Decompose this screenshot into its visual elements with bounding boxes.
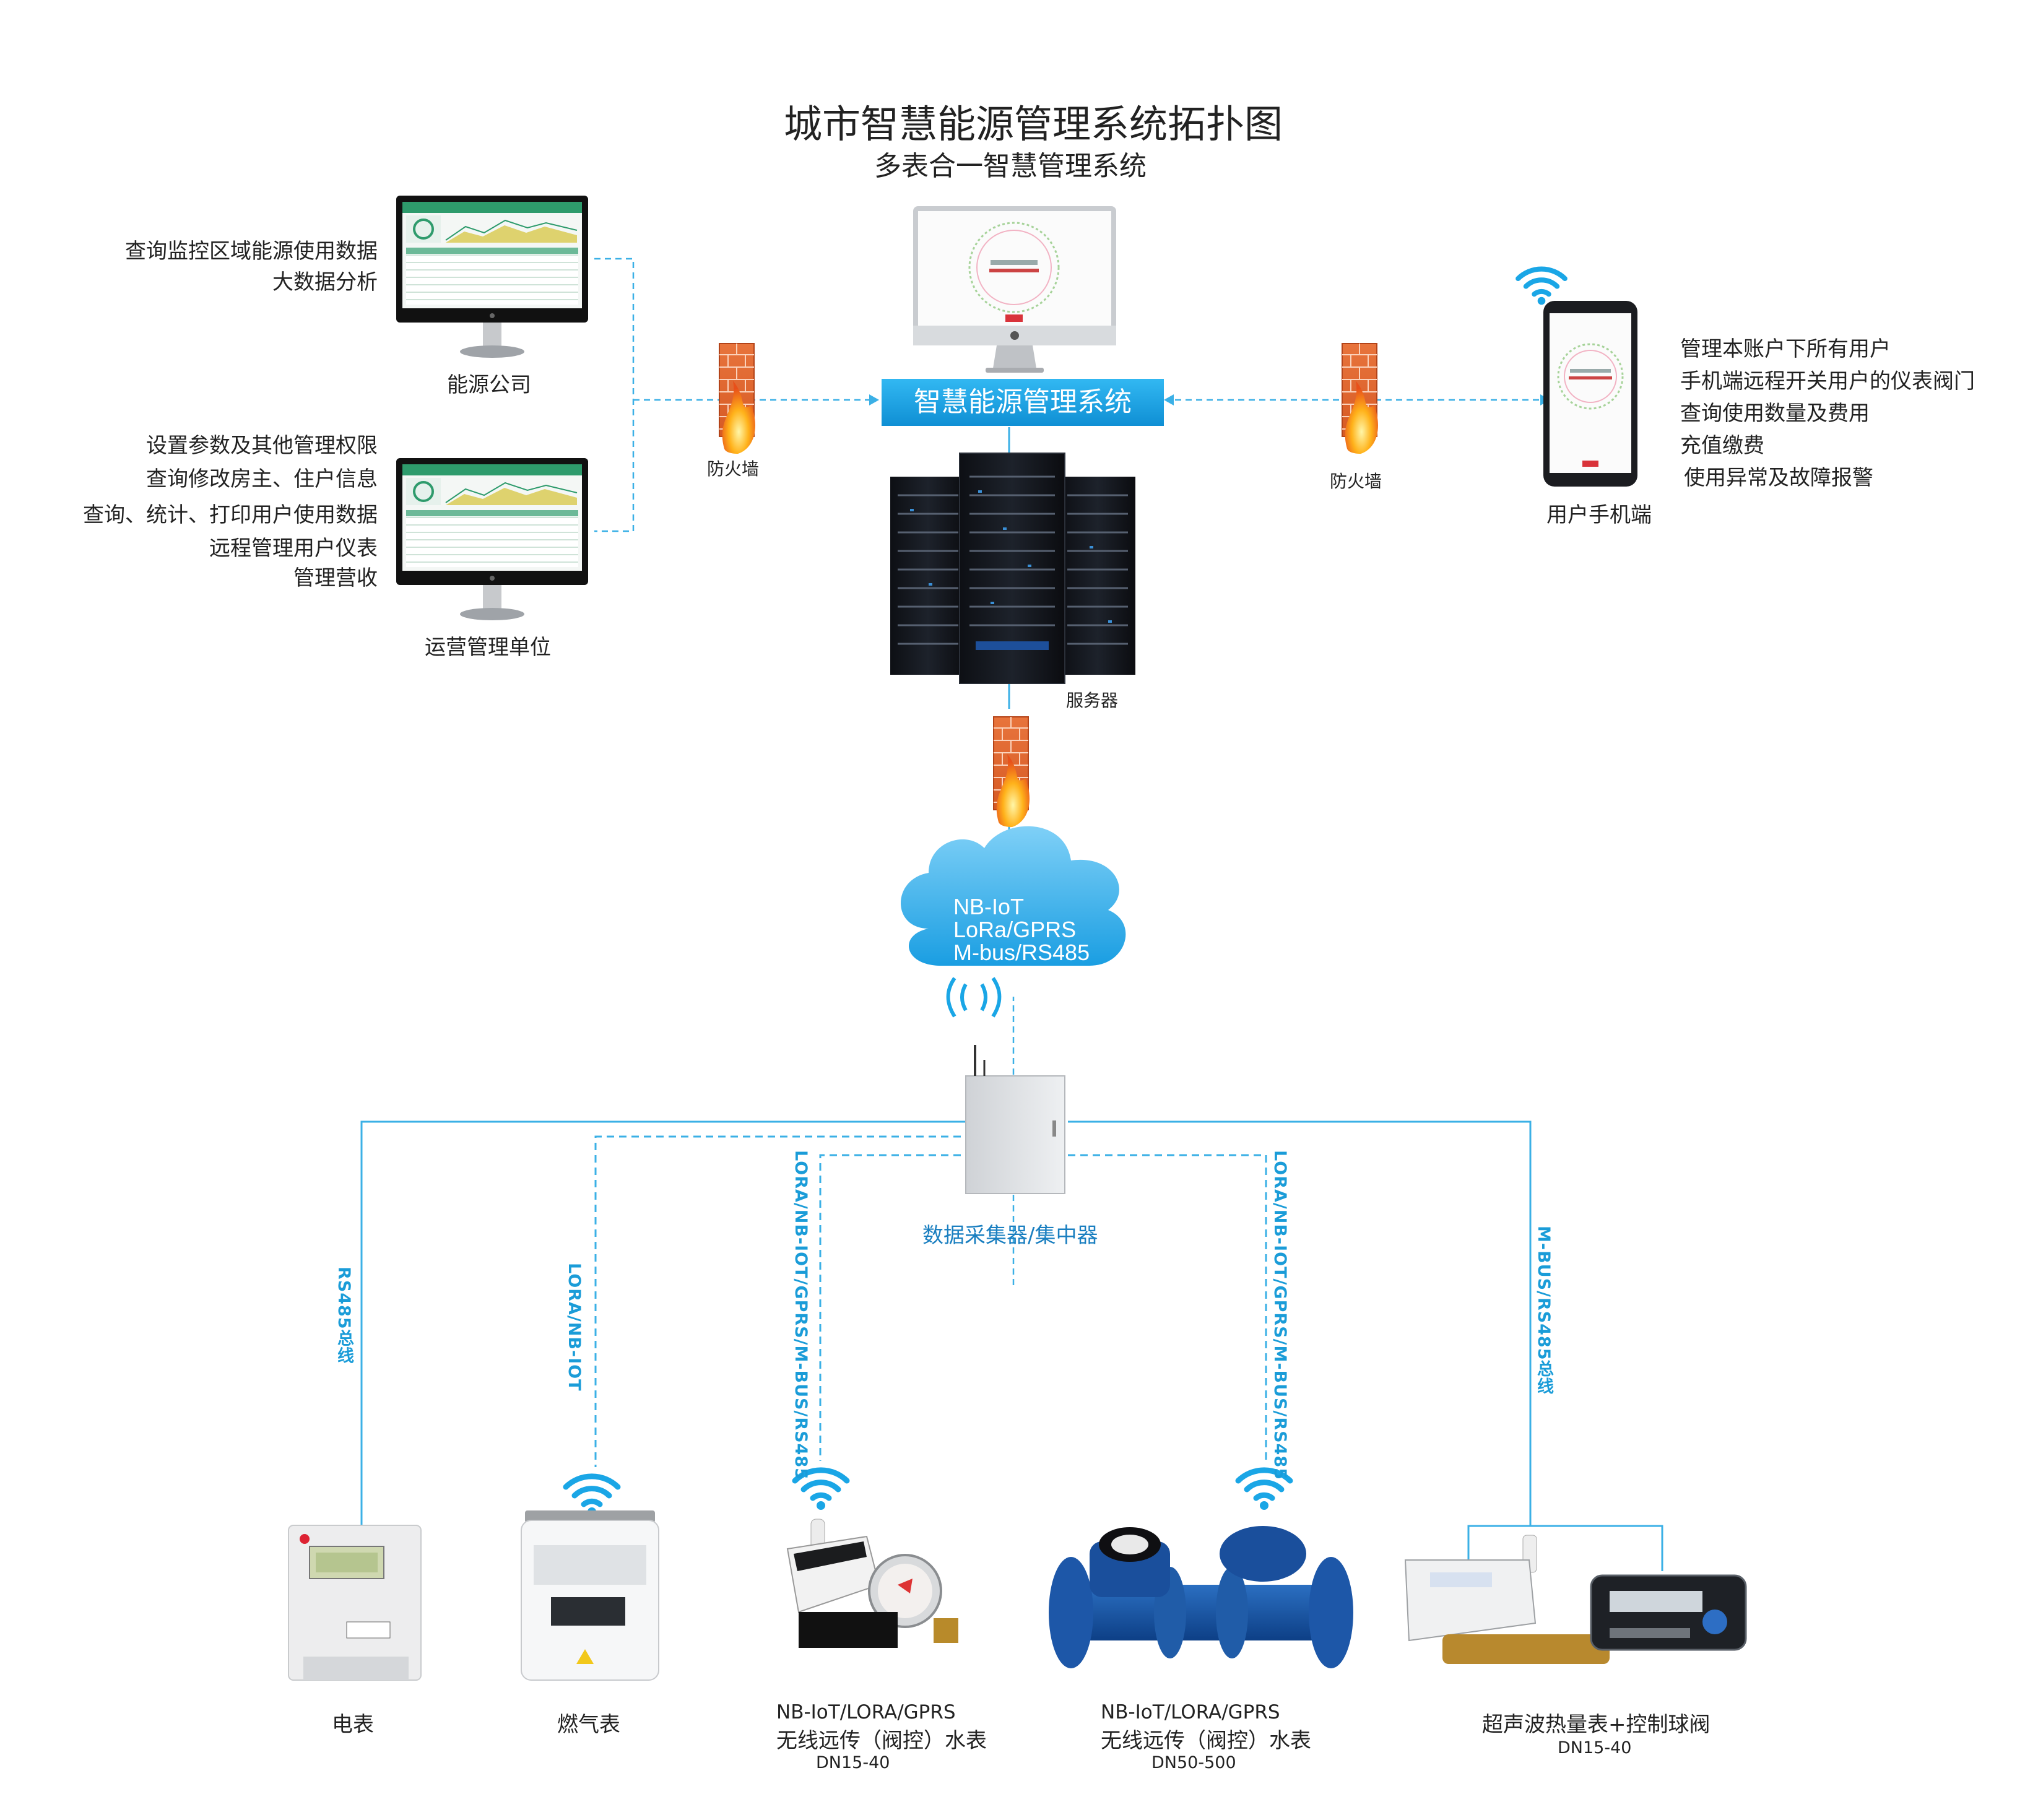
mobile-function-2: 手机端远程开关用户的仪表阀门 (1680, 369, 1975, 394)
energy-company-label: 能源公司 (447, 373, 531, 397)
water-large-label: 无线远传（阀控）水表 (1101, 1728, 1311, 1753)
energy-company-monitor-icon (395, 194, 589, 359)
heat-meter-size: DN15-40 (1558, 1738, 1632, 1757)
concentrator-wifi-icon (946, 977, 1002, 1018)
server-label: 服务器 (1066, 690, 1119, 711)
system-name-banner: 智慧能源管理系统 (882, 379, 1164, 426)
link-label-water-large: LORA/NB-IOT/GPRS/M-BUS/RS485 (1270, 1150, 1290, 1480)
link-label-water-small: LORA/NB-IOT/GPRS/M-BUS/RS485 (791, 1150, 810, 1480)
operator-function-2: 查询修改房主、住户信息 (146, 467, 378, 492)
link-label-heat: M-BUS/RS485总线 (1534, 1226, 1553, 1395)
electric-meter-label: 电表 (332, 1712, 374, 1737)
operator-monitor-icon (395, 457, 589, 622)
server-racks-icon (890, 453, 1135, 684)
water-large-protocols: NB-IoT/LORA/GPRS (1101, 1701, 1280, 1723)
operator-label: 运营管理单位 (425, 635, 551, 660)
network-protocols: NB-IoT LoRa/GPRS M-bus/RS485 (953, 895, 1090, 964)
mobile-function-1: 管理本账户下所有用户 (1680, 337, 1891, 362)
heat-meter-label: 超声波热量表+控制球阀 (1482, 1712, 1711, 1737)
heat-meter-icon (1404, 1535, 1747, 1664)
water-small-protocols: NB-IoT/LORA/GPRS (776, 1701, 956, 1723)
network-line-1: NB-IoT (953, 894, 1025, 919)
mobile-phone-icon (1543, 301, 1637, 487)
concentrator-label: 数据采集器/集中器 (922, 1223, 1098, 1248)
water-small-label: 无线远传（阀控）水表 (776, 1728, 987, 1753)
network-line-2: LoRa/GPRS (953, 917, 1077, 942)
water-large-size: DN50-500 (1151, 1753, 1236, 1772)
gas-meter-icon (521, 1510, 659, 1681)
device-links (360, 1120, 1663, 1571)
operator-function-3: 查询、统计、打印用户使用数据 (83, 503, 378, 527)
network-cloud-icon (901, 826, 1126, 966)
water-meter-large-icon (1049, 1526, 1353, 1668)
firewall-center-icon (993, 716, 1030, 828)
page-title: 城市智慧能源管理系统拓扑图 (784, 102, 1283, 147)
energy-function-2: 大数据分析 (272, 270, 378, 295)
firewall-left-label: 防火墙 (707, 459, 760, 479)
firewall-right-icon (1342, 343, 1379, 454)
concentrator-box-icon (965, 1045, 1065, 1194)
water-meter-small-icon (786, 1519, 958, 1648)
link-label-gas: LORA/NB-IOT (565, 1263, 584, 1392)
firewall-right-label: 防火墙 (1330, 471, 1382, 492)
mobile-function-5: 使用异常及故障报警 (1684, 466, 1873, 490)
water-small-size: DN15-40 (816, 1753, 890, 1772)
operator-function-1: 设置参数及其他管理权限 (146, 433, 378, 458)
firewall-left-icon (719, 343, 756, 454)
network-line-3: M-bus/RS485 (953, 940, 1090, 965)
operator-function-5: 管理营收 (293, 566, 378, 591)
mobile-function-4: 充值缴费 (1680, 433, 1764, 458)
electric-meter-icon (288, 1525, 422, 1681)
operator-function-4: 远程管理用户仪表 (209, 536, 378, 561)
gas-meter-wifi-icon (566, 1476, 618, 1516)
energy-function-1: 查询监控区域能源使用数据 (125, 239, 378, 264)
mobile-wifi-icon (1518, 269, 1565, 305)
mobile-function-3: 查询使用数量及费用 (1680, 401, 1870, 426)
link-label-electric: RS485总线 (334, 1267, 353, 1364)
page-subtitle: 多表合一智慧管理系统 (874, 150, 1147, 182)
gas-meter-label: 燃气表 (557, 1712, 620, 1737)
mobile-label: 用户手机端 (1546, 503, 1652, 527)
system-imac-icon (913, 206, 1116, 373)
